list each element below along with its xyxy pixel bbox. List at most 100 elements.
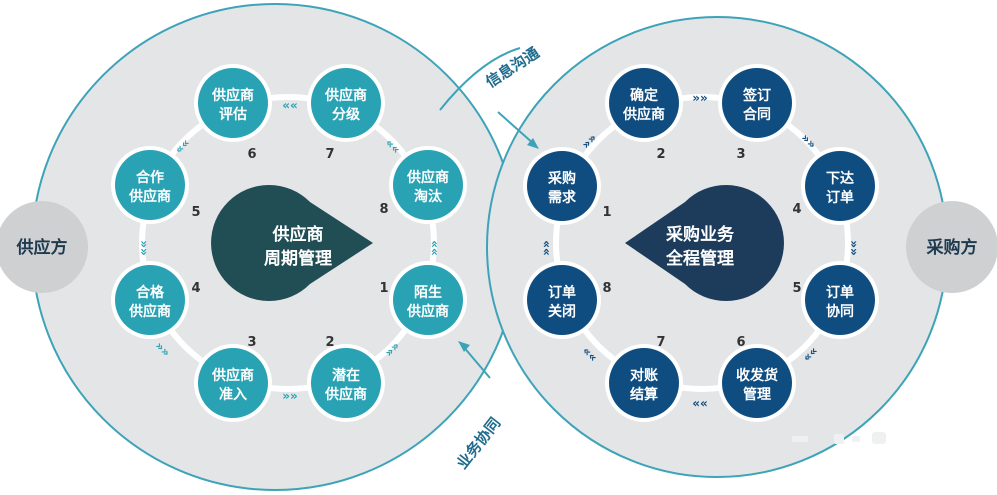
supplier-center-line-2: 周期管理 (264, 248, 332, 269)
purchase-node-circle (527, 265, 597, 335)
purchase-node-label: 结算 (630, 386, 658, 403)
purchase-node-label: 采购 (547, 170, 576, 187)
supplier-center-line-1: 供应商 (272, 224, 324, 245)
supplier-node-label: 供应商 (128, 303, 171, 320)
watermark-mark (792, 432, 886, 444)
purchaser-side-label: 采购方 (926, 237, 978, 258)
supplier-node-label: 供应商 (324, 87, 367, 104)
supplier-node-circle (311, 68, 381, 138)
supplier-step-number: 3 (247, 335, 256, 350)
purchase-step-number: 2 (656, 147, 665, 162)
process-nodes: 陌生供应商1潜在供应商2供应商准入3合格供应商4合作供应商5供应商评估6供应商分… (111, 64, 879, 422)
supplier-node-label: 准入 (219, 386, 247, 403)
purchase-flow-chevron-icon: »» (847, 240, 861, 256)
purchase-node-label: 订单 (548, 284, 576, 301)
supplier-step-number: 1 (379, 281, 388, 296)
supplier-node-circle (393, 265, 463, 335)
purchase-node-label: 下达 (826, 170, 854, 187)
top-arrow-head (527, 138, 539, 149)
purchase-center-droplet (625, 185, 784, 301)
supplier-step-number: 8 (379, 202, 388, 217)
supplier-node-label: 合作 (136, 169, 164, 186)
purchase-step-number: 5 (792, 281, 801, 296)
supplier-step-number: 7 (325, 147, 334, 162)
supplier-node-label: 合格 (136, 284, 165, 301)
supplier-center-droplet (211, 185, 373, 301)
left-ring (139, 94, 437, 392)
purchase-node-label: 管理 (743, 386, 771, 403)
purchase-node-circle (609, 68, 679, 138)
supplier-node-label: 淘汰 (414, 188, 443, 205)
supplier-node-label: 供应商 (324, 386, 367, 403)
bottom-connector-arrow (461, 344, 491, 379)
purchase-flow-chevron-icon: »» (539, 240, 553, 256)
purchase-node-circle (722, 348, 792, 418)
purchase-step-number: 8 (602, 281, 611, 296)
supplier-step-number: 2 (325, 335, 334, 350)
supplier-node-label: 陌生 (414, 284, 442, 301)
supplier-node-label: 潜在 (332, 367, 360, 384)
purchase-step-number: 6 (736, 335, 745, 350)
supplier-flow-chevron-icon: »» (282, 389, 298, 403)
top-connector-arrow (497, 111, 536, 146)
purchase-node-circle (805, 265, 875, 335)
supplier-step-number: 5 (191, 205, 200, 220)
supplier-side-circle (0, 201, 88, 293)
purchase-node-circle (609, 348, 679, 418)
top-connector-curve (439, 47, 521, 111)
purchase-step-number: 3 (736, 147, 745, 162)
purchase-center-line-1: 采购业务 (665, 224, 735, 245)
purchase-node-label: 确定 (630, 87, 658, 104)
purchase-node-label: 订单 (826, 189, 854, 206)
bottom-connector-label: 业务协同 (453, 414, 504, 472)
purchase-node-label: 订单 (826, 284, 854, 301)
purchase-node-label: 对账 (630, 367, 658, 384)
supplier-node-circle (393, 150, 463, 220)
purchase-step-number: 4 (792, 202, 801, 217)
purchase-node-label: 关闭 (548, 303, 576, 320)
purchase-step-number: 1 (602, 205, 611, 220)
supplier-node-label: 评估 (219, 106, 247, 123)
purchase-center-line-2: 全程管理 (665, 248, 734, 269)
purchase-flow-chevron-icon: »» (692, 397, 708, 411)
right-ring (553, 94, 851, 392)
purchase-node-label: 合同 (743, 106, 771, 123)
supplier-node-circle (311, 348, 381, 418)
purchase-step-number: 7 (656, 335, 665, 350)
supplier-node-label: 供应商 (406, 169, 449, 186)
supplier-node-label: 供应商 (211, 87, 254, 104)
supplier-node-label: 供应商 (211, 367, 254, 384)
supplier-step-number: 4 (191, 281, 200, 296)
supplier-flow-chevron-icon: »» (282, 99, 298, 113)
supplier-node-circle (115, 150, 185, 220)
purchase-flow-chevron-icon: »» (692, 91, 708, 105)
supplier-side-label: 供应方 (16, 237, 68, 258)
supplier-node-label: 分级 (332, 106, 361, 123)
purchaser-side-circle (906, 201, 997, 293)
supplier-flow-chevron-icon: »» (427, 240, 441, 256)
supplier-node-label: 供应商 (128, 188, 171, 205)
purchase-node-circle (527, 151, 597, 221)
supplier-flow-chevron-icon: »» (137, 240, 151, 256)
purchase-node-label: 收发货 (736, 367, 778, 384)
supplier-node-circle (198, 348, 268, 418)
purchase-node-label: 签订 (742, 87, 771, 104)
supplier-node-circle (198, 68, 268, 138)
purchase-node-label: 需求 (548, 189, 577, 206)
purchase-node-label: 供应商 (622, 106, 665, 123)
purchase-node-circle (805, 151, 875, 221)
supplier-step-number: 6 (247, 147, 256, 162)
